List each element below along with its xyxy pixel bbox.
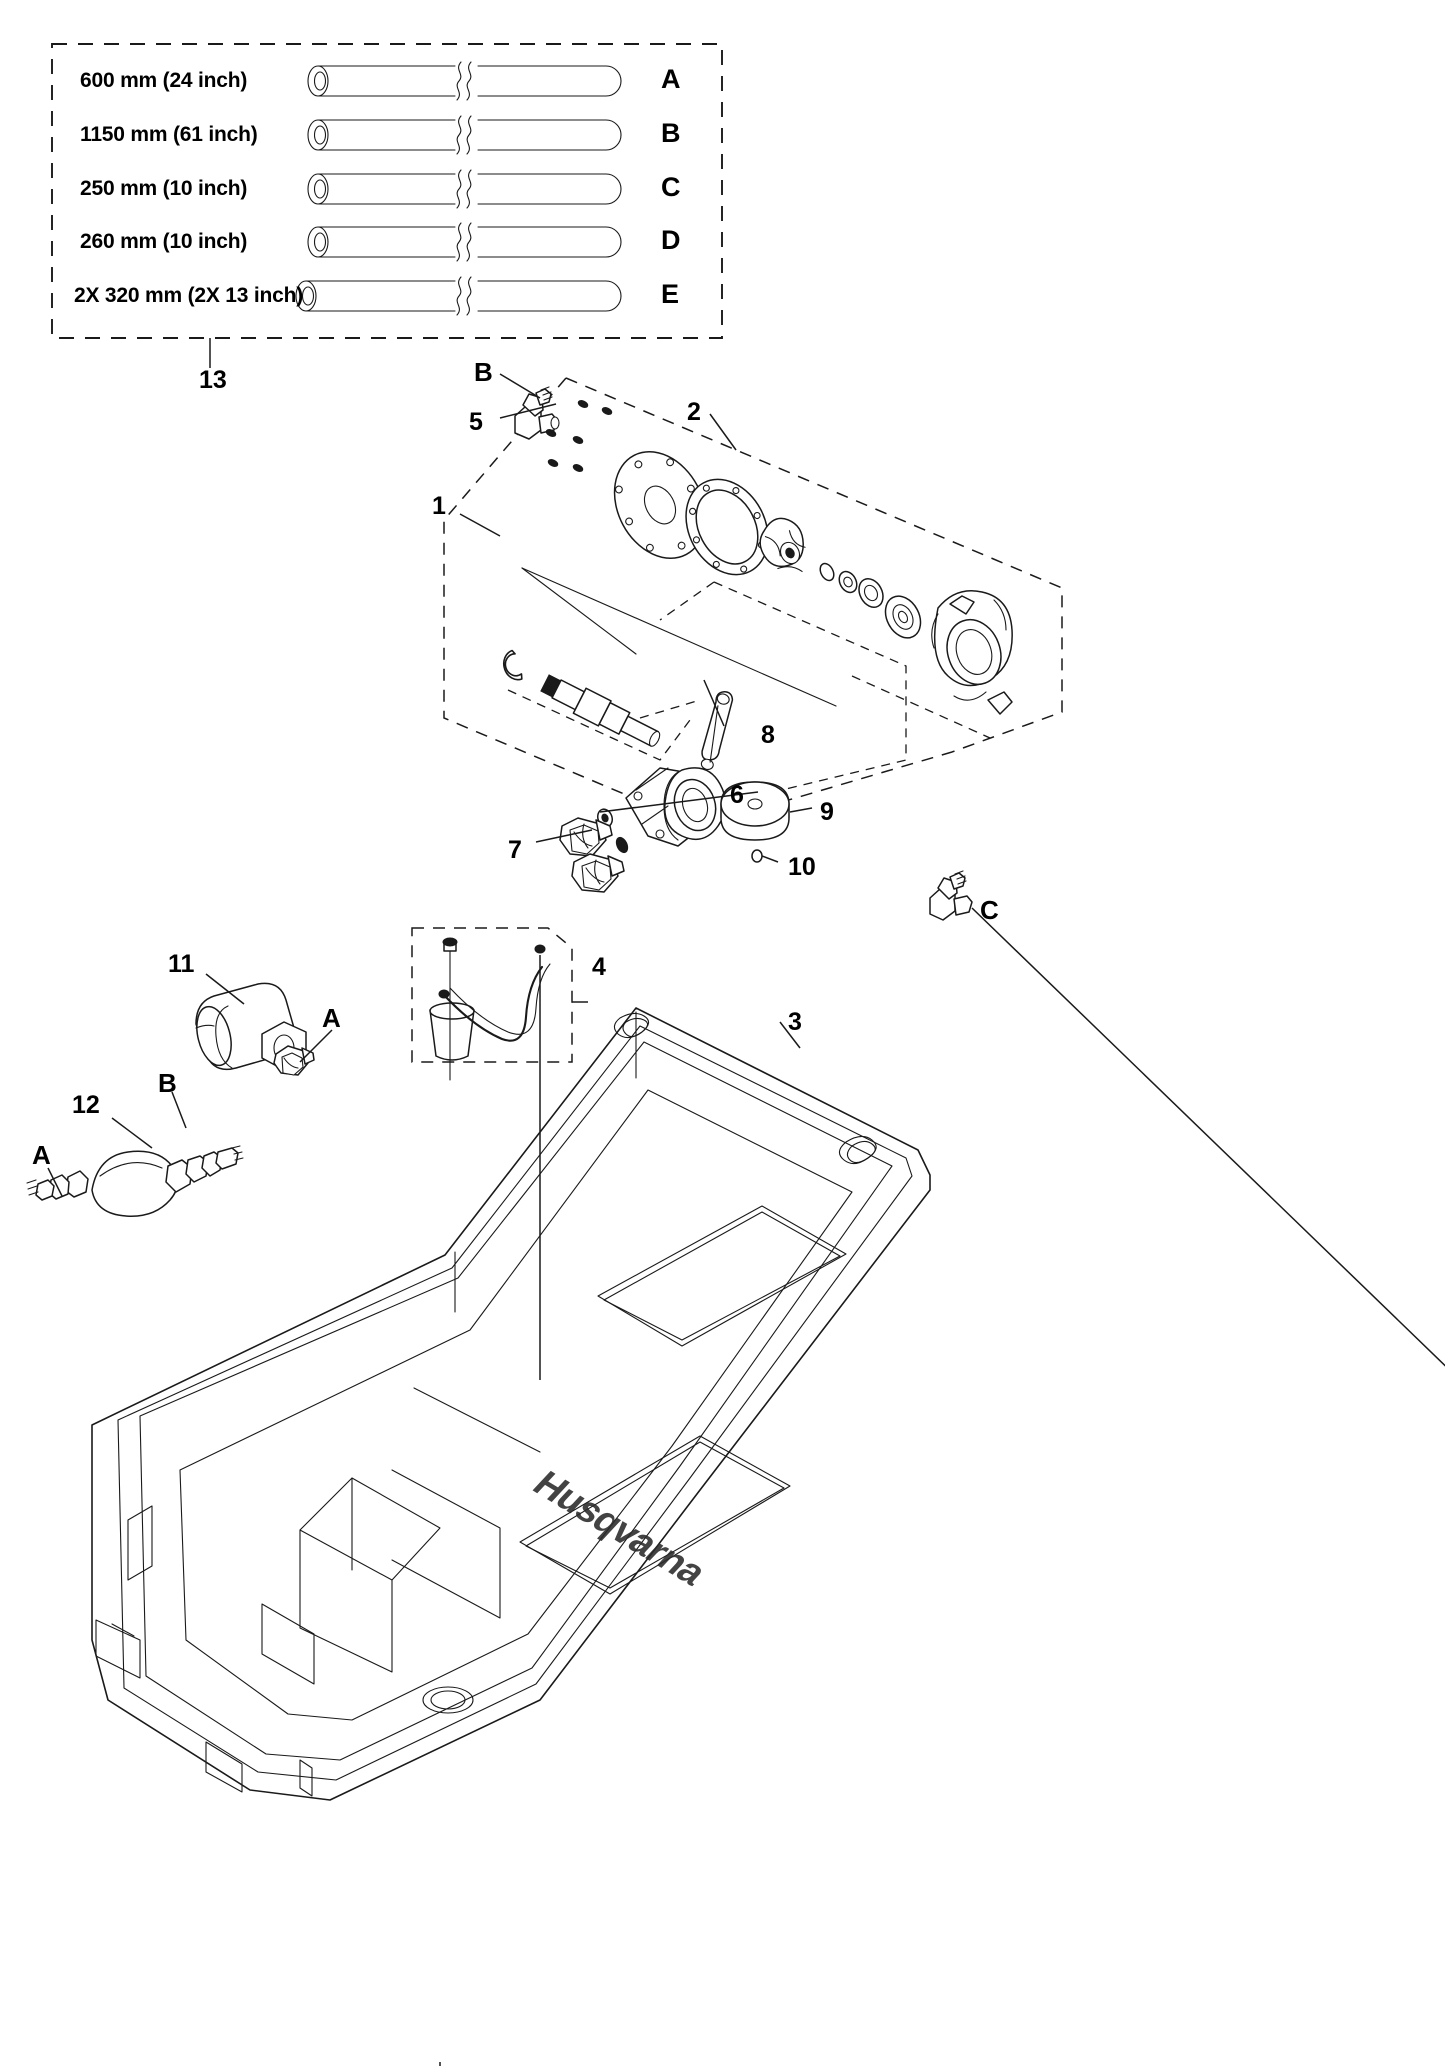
pulley-disc-9: [720, 781, 790, 841]
hose-letter-e: E: [661, 279, 680, 309]
callout-5: 5: [469, 408, 483, 436]
pickup-hose-box-4: [411, 927, 573, 1063]
hose-C: [307, 169, 622, 209]
hose-letter-c: C: [661, 172, 681, 202]
callout-B-tank: B: [158, 1068, 177, 1098]
fuel-filter-11: [195, 982, 441, 2066]
hose-letter-a: A: [661, 64, 681, 94]
callout-3: 3: [788, 1008, 802, 1036]
hose-B: [307, 115, 622, 155]
hose-legend-box: [51, 43, 723, 368]
callout-A-upper: A: [322, 1003, 341, 1033]
callout-11: 11: [168, 950, 195, 978]
callout-6: 6: [730, 781, 744, 809]
pump-components: [503, 386, 1445, 1367]
callout-B-pump: B: [474, 357, 493, 387]
pump-assembly-envelope: [443, 377, 1063, 827]
elbow-fitting-5: [514, 386, 560, 440]
callout-C-pump: C: [980, 895, 999, 925]
callout-12: 12: [72, 1091, 100, 1119]
hose-length-label-e: 2X 320 mm (2X 13 inch): [74, 284, 304, 307]
callout-4: 4: [592, 953, 606, 981]
elbow-fitting-C: [929, 870, 1445, 1367]
callout-A-lower: A: [32, 1140, 51, 1170]
pump-shaft: [540, 674, 661, 747]
water-tank-3: [91, 1007, 931, 1801]
callout-7: 7: [508, 836, 522, 864]
pump-washers: [819, 562, 922, 639]
primer-bulb-12: [26, 1145, 244, 1217]
hose-clamps-7b: [571, 853, 625, 893]
hose-letter-d: D: [661, 225, 681, 255]
tank-latches: [613, 1012, 877, 1165]
hose-length-label-b: 1150 mm (61 inch): [80, 123, 258, 146]
callout-2: 2: [687, 398, 701, 426]
callout-13: 13: [199, 366, 227, 394]
hose-illustrations: [295, 61, 622, 316]
pump-callout-leaders: [459, 373, 813, 863]
pump-cover-plate-2: [613, 451, 707, 559]
hose-clamp-A-upper: [273, 1045, 315, 1076]
hose-clamps-7: [559, 817, 613, 857]
small-bolt: [615, 836, 629, 854]
hose-length-label-c: 250 mm (10 inch): [80, 177, 248, 200]
pump-impeller: [759, 517, 806, 573]
callout-8: 8: [761, 721, 775, 749]
hose-A: [307, 61, 622, 101]
tank-callout-leaders: [47, 973, 333, 1197]
strainer-and-hose-4: [429, 937, 588, 1380]
hose-E: [295, 276, 622, 316]
hose-length-label-d: 260 mm (10 inch): [80, 230, 248, 253]
hose-letter-b: B: [661, 118, 681, 148]
hose-length-label-a: 600 mm (24 inch): [80, 69, 248, 92]
pump-body-flange: [625, 767, 727, 847]
pin-10: [751, 849, 763, 863]
connecting-rod-8: [700, 691, 734, 771]
pump-housing-body: [931, 590, 1013, 715]
pump-gasket-ring: [685, 478, 769, 576]
brand-panel: [519, 1435, 791, 1595]
callout-9: 9: [820, 798, 834, 826]
hose-D: [307, 222, 622, 262]
callout-10: 10: [788, 853, 816, 881]
shaft-circlip: [503, 649, 523, 681]
callout-1: 1: [432, 492, 446, 520]
pump-screws: [545, 400, 613, 472]
